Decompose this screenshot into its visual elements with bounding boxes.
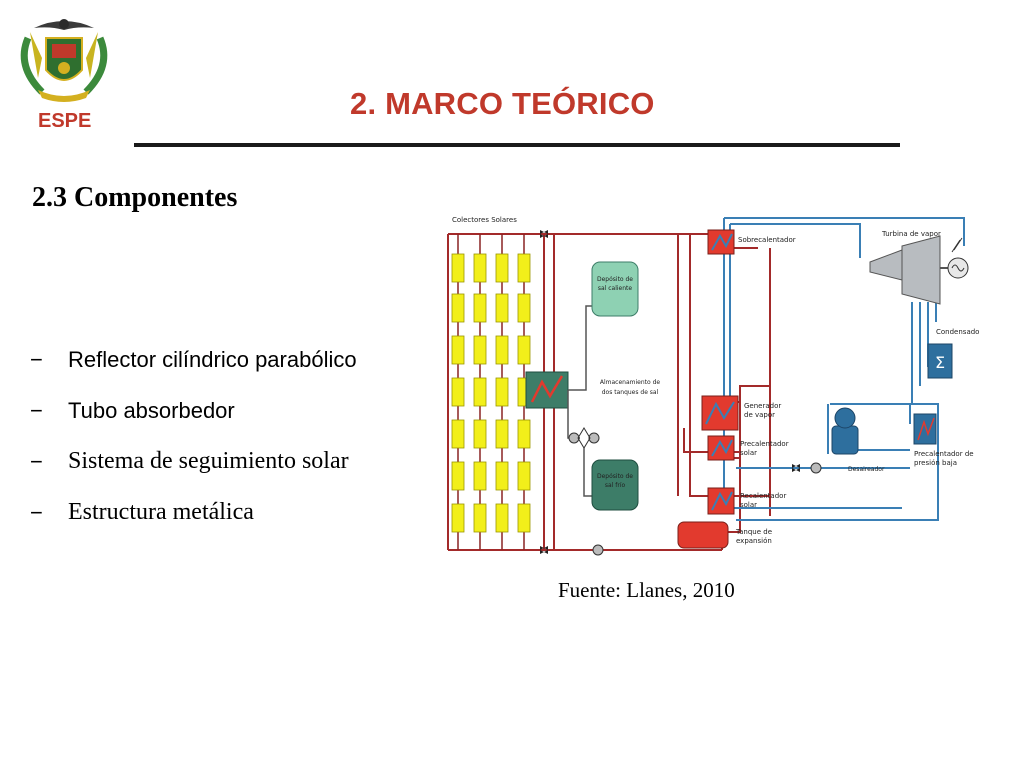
reheater-label: solar xyxy=(740,501,757,509)
pump-icon xyxy=(592,544,604,556)
list-item-text: Estructura metálica xyxy=(68,499,254,525)
solar-preheater-label: Precalentador xyxy=(740,440,789,448)
logo-text: ESPE xyxy=(38,110,92,132)
pump-icon xyxy=(588,432,600,444)
pump-icon xyxy=(568,432,580,444)
pump-icon xyxy=(810,462,822,474)
expansion-tank-label: Tanque de xyxy=(735,528,772,536)
components-list: − Reflector cilíndrico parabólico − Tubo… xyxy=(30,334,357,538)
list-item-text: Reflector cilíndrico parabólico xyxy=(68,346,357,372)
page-title: 2. MARCO TEÓRICO xyxy=(350,86,655,121)
deaerator-label: Desaireador xyxy=(848,466,885,473)
heat-exchanger-icon xyxy=(707,435,735,461)
heat-exchanger-icon xyxy=(707,229,735,255)
title-divider xyxy=(134,143,900,147)
bullet-marker: − xyxy=(30,346,43,372)
solar-preheater-label: solar xyxy=(740,449,757,457)
solar-collector-array xyxy=(451,234,531,550)
bullet-marker: − xyxy=(30,499,43,525)
cold-salt-tank-label: Depósito de xyxy=(597,473,633,480)
valve-icon xyxy=(792,464,800,472)
lp-preheater-label: Precalentador de xyxy=(914,450,974,458)
cold-salt-tank-label: sal frío xyxy=(605,482,626,489)
heat-exchanger-icon: Σ xyxy=(927,343,953,379)
svg-text:Σ: Σ xyxy=(935,353,945,372)
list-item: − Sistema de seguimiento solar xyxy=(30,436,357,487)
reheater-label: Recalentador xyxy=(740,492,786,500)
bullet-marker: − xyxy=(30,397,43,423)
storage-label: Almacenamiento de xyxy=(600,379,661,386)
hot-salt-tank xyxy=(591,261,639,317)
superheater-label: Sobrecalentador xyxy=(738,236,796,244)
steam-generator-label: de vapor xyxy=(744,411,775,419)
cold-salt-tank xyxy=(591,459,639,511)
valve-icon xyxy=(540,230,548,554)
heat-exchanger-icon xyxy=(913,413,937,445)
espe-logo xyxy=(8,8,120,104)
section-heading: 2.3 Componentes xyxy=(32,182,238,213)
collectors-label: Colectores Solares xyxy=(452,216,517,224)
list-item: − Tubo absorbedor xyxy=(30,385,357,436)
generator-icon xyxy=(947,237,969,279)
storage-label: dos tanques de sal xyxy=(602,389,659,396)
list-item-text: Tubo absorbedor xyxy=(68,397,235,423)
turbine-label: Turbina de vapor xyxy=(881,230,941,238)
steam-generator-label: Generador xyxy=(744,402,781,410)
condenser-label: Condensador xyxy=(936,328,980,336)
bullet-marker: − xyxy=(30,448,43,474)
lp-preheater-label: presión baja xyxy=(914,459,957,467)
hot-salt-tank-label: sal caliente xyxy=(598,285,633,292)
expansion-tank-label: expansión xyxy=(736,537,772,545)
expansion-tank xyxy=(677,521,729,549)
hot-salt-tank-label: Depósito de xyxy=(597,276,633,283)
list-item: − Estructura metálica xyxy=(30,487,357,538)
list-item: − Reflector cilíndrico parabólico xyxy=(30,334,357,385)
steam-turbine xyxy=(869,235,948,305)
list-item-text: Sistema de seguimiento solar xyxy=(68,448,349,474)
deaerator xyxy=(831,407,859,455)
source-caption: Fuente: Llanes, 2010 xyxy=(558,578,735,602)
solar-plant-diagram: Colectores Solares xyxy=(440,206,980,562)
heat-exchanger-icon xyxy=(701,395,739,431)
heat-exchanger-icon xyxy=(707,487,735,515)
